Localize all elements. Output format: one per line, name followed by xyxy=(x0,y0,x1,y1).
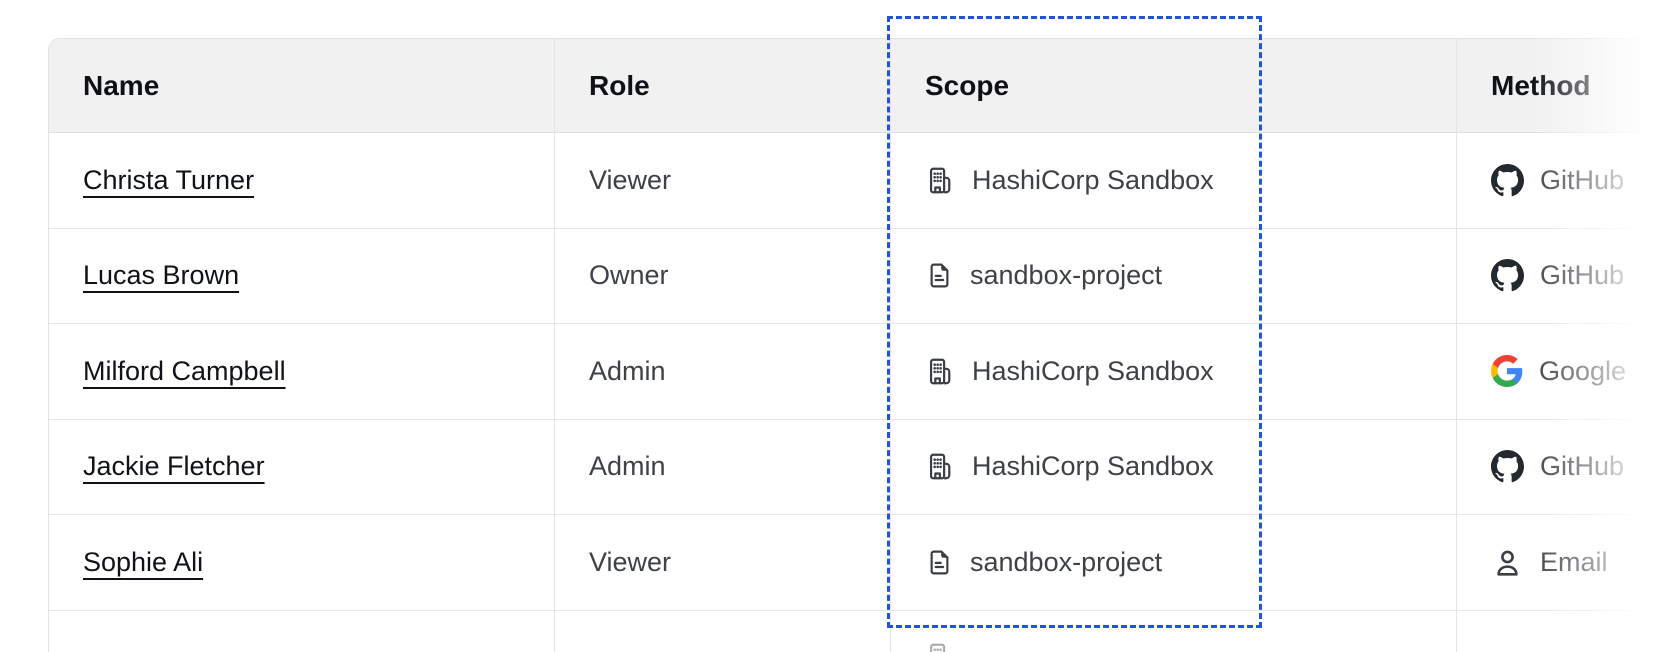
scope-cell xyxy=(890,610,1456,652)
table-row: Sophie Ali Viewer sandbox-project Email xyxy=(49,515,1672,611)
scope-cell: sandbox-project xyxy=(890,228,1456,323)
table-row: Lucas Brown Owner sandbox-project GitHub xyxy=(49,228,1672,324)
member-name-link[interactable]: Sophie Ali xyxy=(83,546,204,577)
method-label: Email xyxy=(1540,546,1608,577)
method-cell xyxy=(1456,610,1672,652)
role-cell: Admin xyxy=(554,324,890,419)
scope-cell: HashiCorp Sandbox xyxy=(890,133,1456,228)
role-cell: Viewer xyxy=(554,515,890,610)
person-icon xyxy=(1491,546,1524,579)
column-header-scope: Scope xyxy=(890,39,1456,132)
table-row: Christa Turner Viewer HashiCorp Sandbox Git… xyxy=(49,133,1672,229)
member-name-link[interactable]: Christa Turner xyxy=(83,164,255,195)
building-icon xyxy=(925,641,956,652)
table-row-partial xyxy=(49,610,1672,652)
role-cell: Owner xyxy=(554,228,890,323)
method-cell: GitHub xyxy=(1456,228,1672,323)
method-label: GitHub xyxy=(1540,164,1625,195)
github-icon xyxy=(1491,163,1524,197)
name-cell: Jackie Fletcher xyxy=(49,420,554,515)
scope-cell: HashiCorp Sandbox xyxy=(890,324,1456,419)
scope-label: HashiCorp Sandbox xyxy=(972,164,1214,195)
name-cell: Lucas Brown xyxy=(49,229,554,324)
method-label: GitHub xyxy=(1540,260,1625,291)
method-label: Google xyxy=(1539,355,1627,386)
scope-label: HashiCorp Sandbox xyxy=(972,451,1214,482)
method-label: GitHub xyxy=(1540,451,1625,482)
github-icon xyxy=(1491,450,1524,483)
member-name-link[interactable]: Jackie Fletcher xyxy=(83,451,265,482)
github-icon xyxy=(1491,259,1524,292)
table-row: Jackie Fletcher Admin HashiCorp Sandbox Git… xyxy=(49,419,1672,515)
role-label: Admin xyxy=(589,451,666,482)
scope-cell: sandbox-project xyxy=(890,515,1456,610)
name-cell: Sophie Ali xyxy=(49,515,554,610)
role-label: Viewer xyxy=(589,164,672,195)
method-cell: GitHub xyxy=(1456,419,1672,514)
column-header-name: Name xyxy=(83,69,160,101)
method-cell: GitHub xyxy=(1456,133,1672,228)
google-icon xyxy=(1491,355,1523,388)
member-name-link[interactable]: Milford Campbell xyxy=(83,355,286,386)
role-cell: Admin xyxy=(554,419,890,514)
role-label: Viewer xyxy=(589,546,672,577)
method-cell: Email xyxy=(1456,515,1672,610)
role-label: Owner xyxy=(589,260,669,291)
file-text-icon xyxy=(925,260,954,291)
building-icon xyxy=(925,451,956,482)
name-cell: Milford Campbell xyxy=(49,324,554,419)
column-header-role: Role xyxy=(554,39,890,132)
scope-label: sandbox-project xyxy=(970,260,1163,291)
method-cell: Google xyxy=(1456,324,1672,419)
scope-cell: HashiCorp Sandbox xyxy=(890,419,1456,514)
scope-label: sandbox-project xyxy=(970,546,1163,577)
name-cell xyxy=(49,611,554,652)
scope-label: HashiCorp Sandbox xyxy=(972,355,1214,386)
role-cell: Viewer xyxy=(554,133,890,228)
building-icon xyxy=(925,356,956,387)
table-row: Milford Campbell Admin HashiCorp Sandbox Go… xyxy=(49,324,1672,420)
role-label: Admin xyxy=(589,355,666,386)
file-text-icon xyxy=(925,547,954,578)
name-cell: Christa Turner xyxy=(49,133,554,228)
role-cell xyxy=(554,610,890,652)
member-name-link[interactable]: Lucas Brown xyxy=(83,260,240,291)
column-header-method: Method xyxy=(1456,39,1672,132)
table-header-row: Name Role Scope Method xyxy=(49,39,1672,133)
building-icon xyxy=(925,165,956,196)
